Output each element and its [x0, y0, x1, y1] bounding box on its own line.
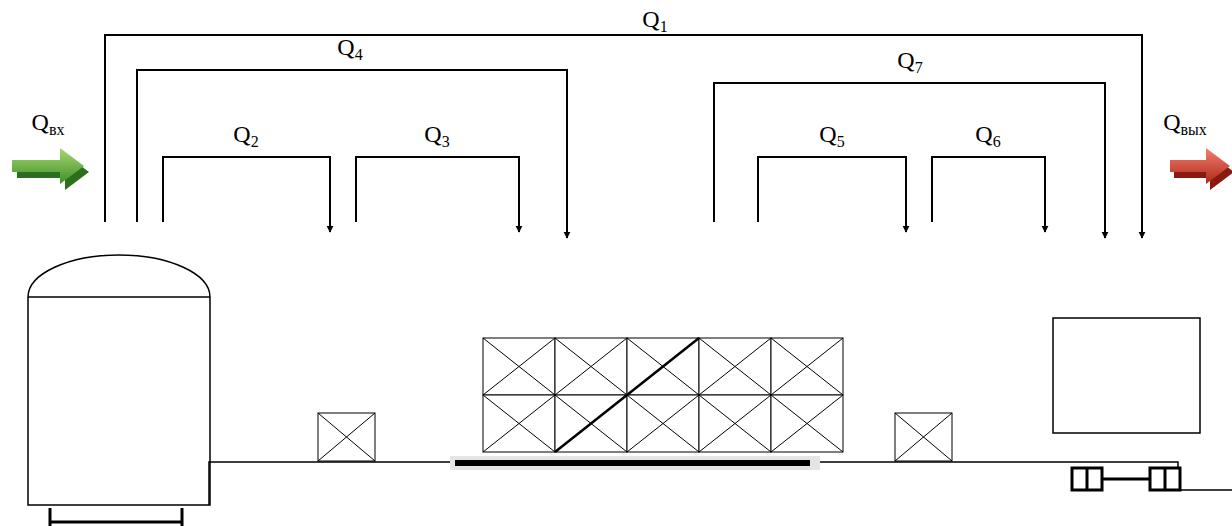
flow-label: Q3: [424, 122, 449, 150]
flow-label: Q2: [233, 122, 258, 150]
flow-label: Q4: [337, 35, 362, 63]
flow-label: Q1: [642, 7, 667, 35]
rail-wagon: [1053, 318, 1200, 490]
flow-label: Q5: [819, 122, 844, 150]
input-arrow: [12, 148, 89, 190]
cargo-stack: [483, 338, 843, 452]
pallet: [450, 456, 820, 470]
flow-label: Qвх: [32, 110, 65, 138]
tank: [28, 255, 210, 526]
output-arrow: [1170, 148, 1232, 190]
flow-brackets: [105, 35, 1142, 238]
flow-label: Q6: [975, 122, 1000, 150]
flow-label: Qвых: [1163, 110, 1207, 138]
flow-label: Q7: [897, 48, 922, 76]
